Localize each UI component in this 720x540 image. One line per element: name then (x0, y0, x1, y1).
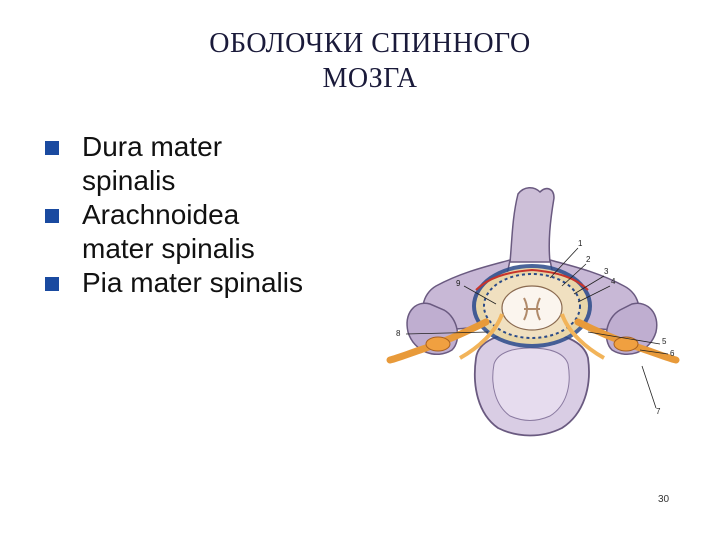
figure-label: 8 (396, 329, 401, 338)
figure-label: 7 (656, 407, 661, 416)
square-bullet-icon (45, 209, 59, 223)
bullet-text-line: spinalis (82, 165, 176, 196)
slide-title-line-2: МОЗГА (322, 63, 418, 94)
figure-label: 5 (662, 337, 667, 346)
label-leader-lines (405, 247, 669, 409)
slide-title-line-1: ОБОЛОЧКИ СПИННОГО (209, 28, 531, 59)
figure-label: 4 (611, 277, 616, 286)
bullet-item-dura: Dura mater spinalis (42, 130, 422, 198)
figure-label: 9 (456, 279, 461, 288)
gray-matter (523, 297, 541, 321)
spinal-nerve-left (386, 318, 490, 364)
spinal-nerve-right (574, 318, 680, 364)
spinous-process (509, 187, 555, 263)
nerve-root-right (560, 313, 605, 360)
bullet-item-pia: Pia mater spinalis (42, 266, 422, 300)
figure-label: 3 (604, 267, 609, 276)
nerve-root-left (459, 313, 504, 360)
square-bullet-icon (45, 141, 59, 155)
slide-title: ОБОЛОЧКИ СПИННОГО МОЗГА (120, 26, 620, 96)
figure-label: 6 (670, 349, 675, 358)
bullet-text-line: mater spinalis (82, 233, 255, 264)
page-number: 30 (658, 494, 670, 505)
bullet-item-arachnoid: Arachnoidea mater spinalis (42, 198, 422, 266)
blood-vessels (475, 268, 589, 291)
figure-label: 2 (586, 255, 591, 264)
square-bullet-icon (45, 277, 59, 291)
figure-label: 1 (578, 239, 583, 248)
vertebral-body-inner (492, 347, 570, 421)
bullet-text-line: Dura mater (82, 131, 223, 162)
bullet-text-line: Pia mater spinalis (82, 267, 303, 298)
spinal-ganglion-right (613, 336, 639, 352)
bullet-text-line: Arachnoidea (82, 199, 240, 230)
bullet-list: Dura mater spinalis Arachnoidea mater sp… (42, 130, 422, 300)
spinal-ganglion-left (425, 336, 451, 352)
spinal-cord-cross-section-illustration: 1 2 3 4 5 6 7 8 9 (386, 187, 680, 437)
